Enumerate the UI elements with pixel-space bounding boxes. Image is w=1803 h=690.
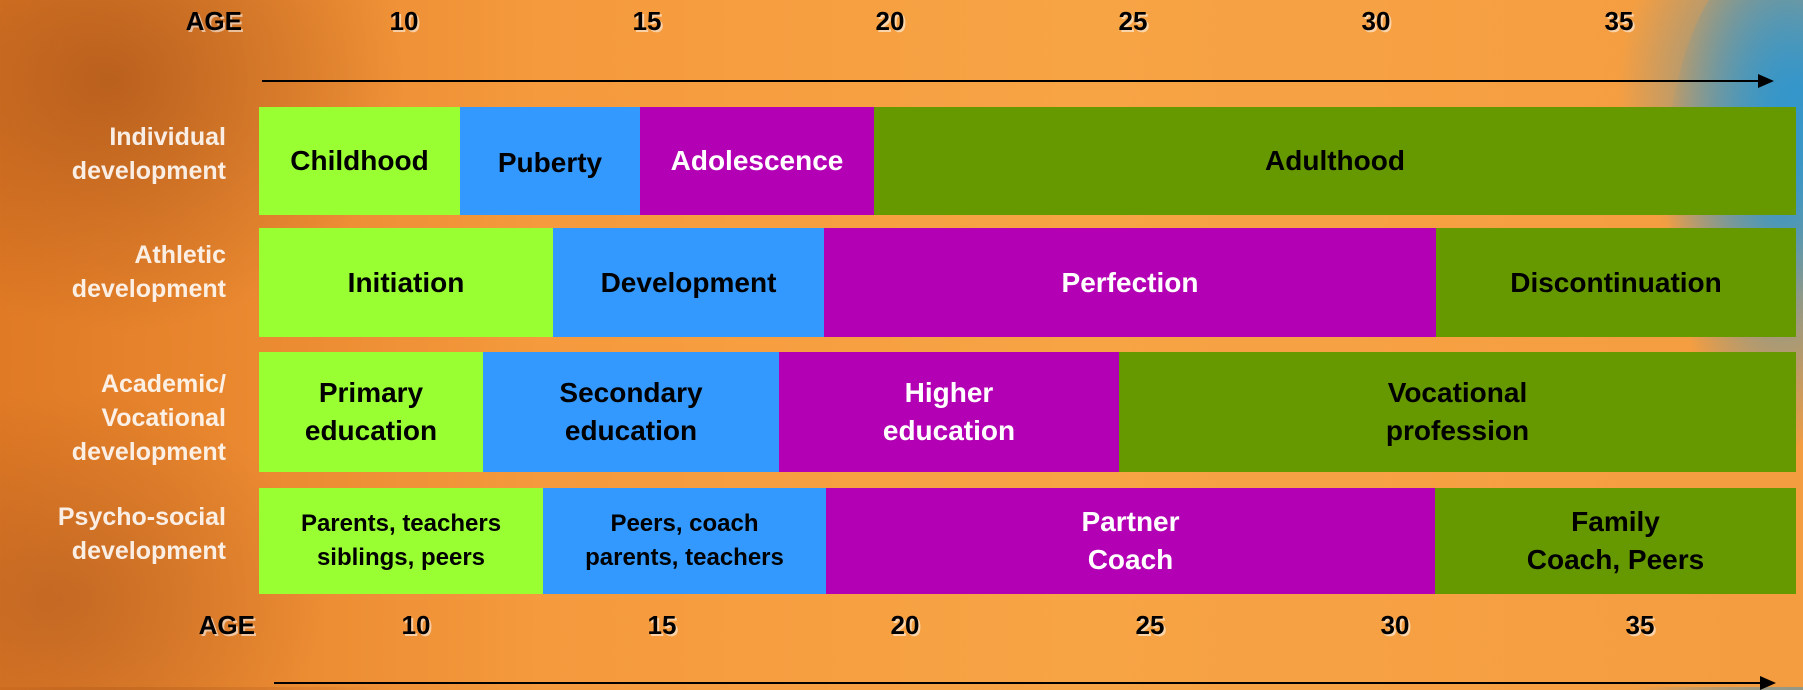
age-arrow-bottom bbox=[274, 676, 1776, 690]
segment-initiation: Initiation bbox=[259, 228, 553, 337]
age-axis-label: AGE bbox=[198, 610, 255, 640]
age-tick-35: 35 bbox=[1625, 610, 1655, 640]
segment-adolescence: Adolescence bbox=[640, 107, 874, 215]
segment-adulthood: Adulthood bbox=[874, 107, 1796, 215]
segment-discontinuation: Discontinuation bbox=[1436, 228, 1796, 337]
age-axis-top: AGE 10 15 20 25 30 35 bbox=[0, 6, 1803, 46]
age-arrow-top bbox=[262, 74, 1774, 88]
segment-development: Development bbox=[553, 228, 824, 337]
age-tick-35: 35 bbox=[1604, 6, 1634, 36]
age-tick-10: 10 bbox=[389, 6, 419, 36]
age-tick-15: 15 bbox=[632, 6, 662, 36]
age-tick-25: 25 bbox=[1118, 6, 1148, 36]
age-tick-20: 20 bbox=[890, 610, 920, 640]
segment-perfection: Perfection bbox=[824, 228, 1436, 337]
age-tick-30: 30 bbox=[1380, 610, 1410, 640]
age-tick-25: 25 bbox=[1135, 610, 1165, 640]
age-axis-bottom: AGE 10 15 20 25 30 35 bbox=[0, 610, 1803, 650]
age-tick-15: 15 bbox=[647, 610, 677, 640]
segment-puberty: Puberty bbox=[460, 107, 640, 215]
row-individual-development: Childhood Puberty Adolescence Adulthood bbox=[259, 107, 1796, 215]
segment-childhood: Childhood bbox=[259, 107, 460, 215]
age-tick-20: 20 bbox=[875, 6, 905, 36]
age-axis-label: AGE bbox=[185, 6, 242, 36]
age-tick-30: 30 bbox=[1361, 6, 1391, 36]
row-athletic-development: Initiation Development Perfection Discon… bbox=[259, 228, 1796, 337]
age-tick-10: 10 bbox=[401, 610, 431, 640]
